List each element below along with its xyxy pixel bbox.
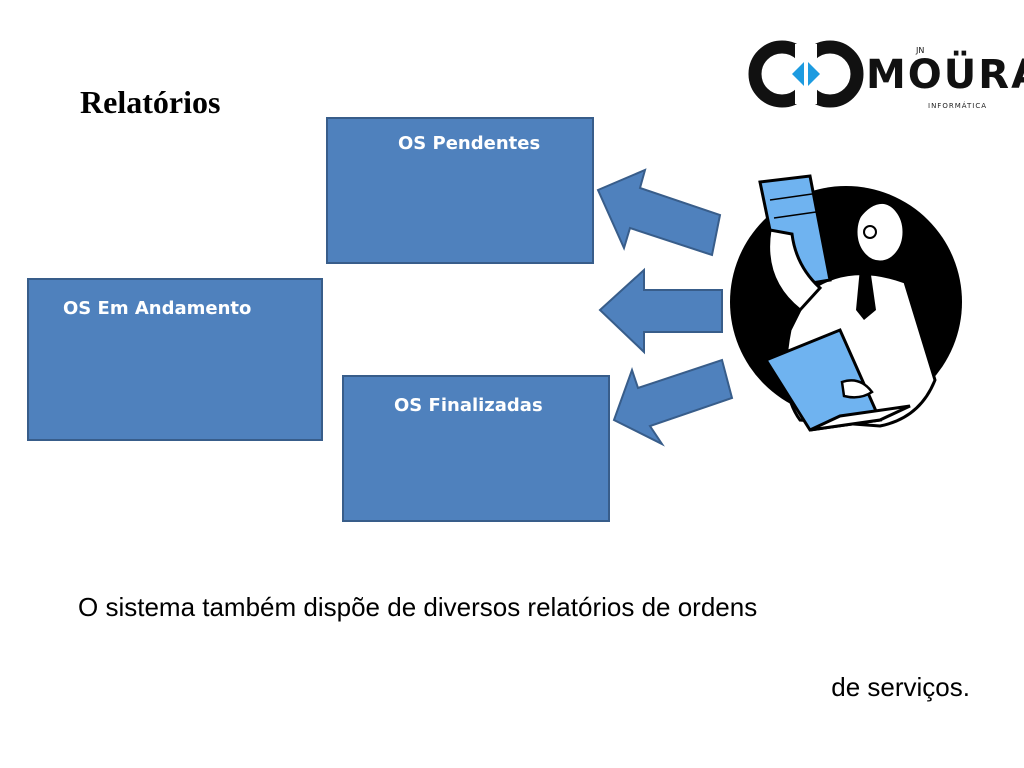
body-text-line-2: de serviços. — [831, 672, 970, 702]
box-os-em-andamento: OS Em Andamento — [27, 278, 323, 441]
arrow-to-finalizadas — [612, 358, 734, 447]
body-text-line-1: O sistema também dispõe de diversos rela… — [78, 592, 758, 622]
jn-moura-logo-icon — [748, 40, 864, 108]
company-logo: JN MOÜRA INFORMÁTICA — [748, 26, 1024, 118]
arrows-group — [596, 168, 734, 447]
logo-word: MOÜRA — [866, 52, 1024, 98]
logo-superscript: JN — [916, 46, 925, 55]
box-label-finalizadas: OS Finalizadas — [394, 395, 543, 416]
box-label-pendentes: OS Pendentes — [398, 133, 541, 154]
doctor-reading-report-icon — [730, 174, 962, 432]
arrow-to-andamento — [598, 267, 723, 355]
arrow-to-pendentes — [596, 168, 722, 257]
box-os-pendentes: OS Pendentes — [326, 117, 594, 264]
box-os-finalizadas: OS Finalizadas — [342, 375, 610, 522]
logo-subtitle: INFORMÁTICA — [928, 102, 988, 110]
slide-title: Relatórios — [80, 84, 221, 120]
box-label-andamento: OS Em Andamento — [63, 298, 252, 319]
